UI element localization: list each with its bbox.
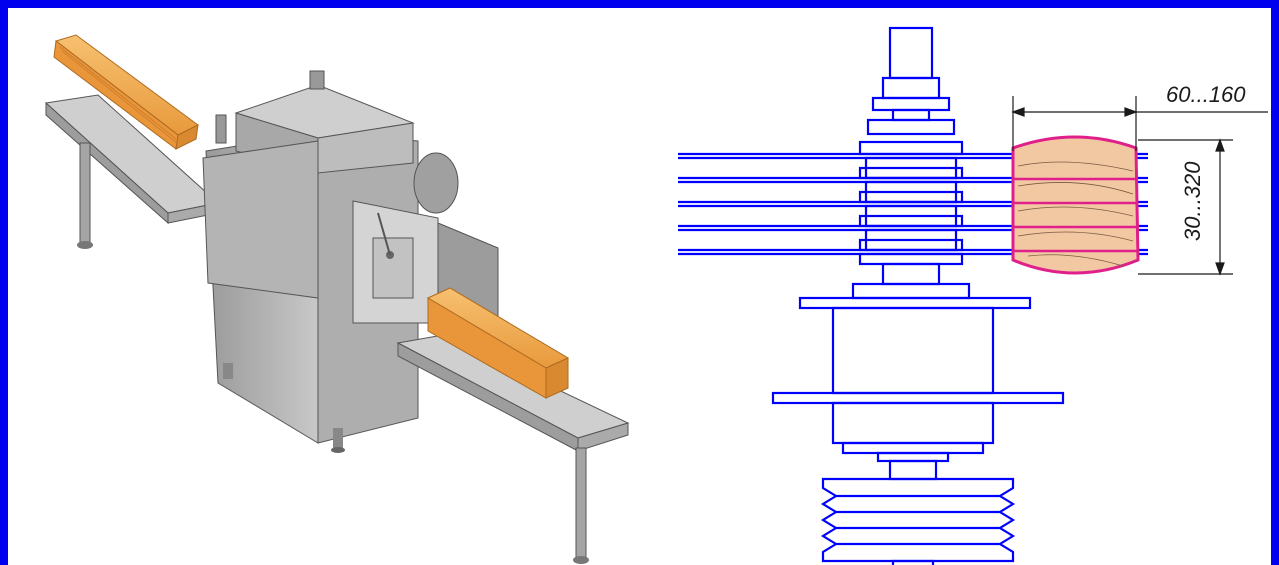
height-dimension bbox=[1138, 138, 1233, 276]
upper-shaft bbox=[866, 26, 956, 136]
infeed-table bbox=[44, 94, 220, 249]
outfeed-timber bbox=[426, 287, 570, 399]
height-dimension-label: 30...320 bbox=[1180, 161, 1205, 241]
timber-cross-section bbox=[1011, 135, 1140, 275]
lower-spindle bbox=[771, 262, 1065, 481]
width-dimension-label: 60...160 bbox=[1166, 82, 1246, 107]
saw-spindle-schematic: 60...160 30...320 bbox=[678, 26, 1268, 565]
drive-pulley bbox=[820, 477, 1016, 565]
blade-spacers bbox=[858, 140, 964, 266]
control-panel bbox=[352, 200, 499, 334]
width-dimension bbox=[1011, 96, 1268, 151]
machine-illustration bbox=[44, 34, 630, 564]
infeed-timber bbox=[53, 34, 199, 150]
outfeed-table bbox=[396, 334, 630, 564]
